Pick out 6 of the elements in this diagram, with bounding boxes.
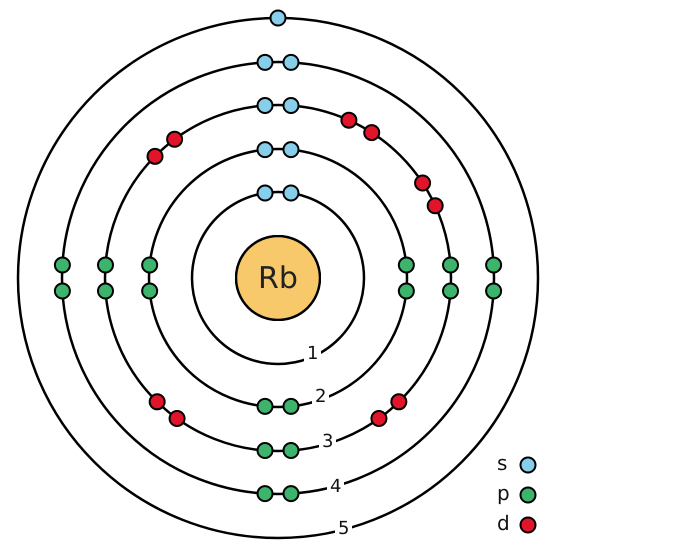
legend-label: p xyxy=(497,482,510,504)
legend-label: s xyxy=(497,452,508,474)
shell-number: 2 xyxy=(312,387,330,407)
element-symbol: Rb xyxy=(258,260,298,296)
legend-label: d xyxy=(497,512,510,534)
shell-number: 1 xyxy=(304,344,322,364)
